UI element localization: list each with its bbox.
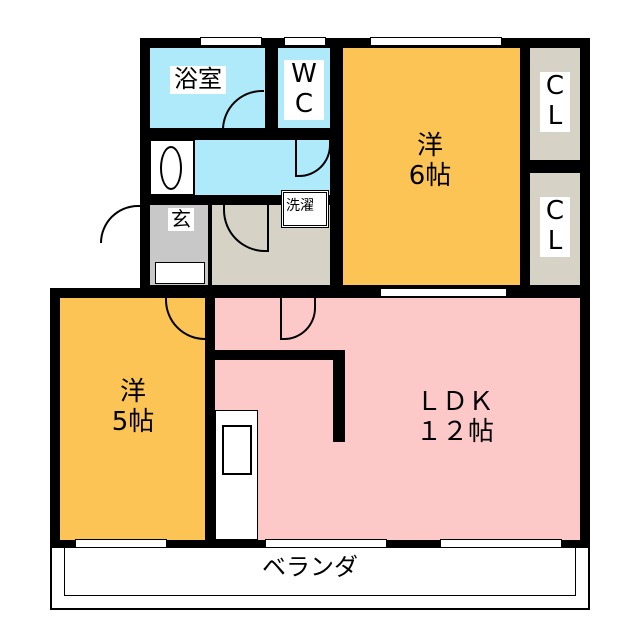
- entrance-door: [100, 205, 142, 243]
- closet-1-label-c: C: [545, 71, 565, 101]
- western-6-label-kind: 洋: [416, 131, 443, 161]
- closet-2-label-c: C: [545, 196, 565, 226]
- western-room-5: [60, 298, 205, 540]
- veranda: [50, 548, 590, 610]
- veranda-rail: [64, 548, 576, 596]
- kitchen-sink: [222, 425, 252, 475]
- window: [440, 539, 562, 548]
- western-5-label-size: 5帖: [111, 406, 155, 437]
- wc-label-c: C: [294, 88, 314, 119]
- closet-2-label-l: L: [547, 225, 563, 256]
- entrance-step: [155, 262, 205, 284]
- window: [265, 539, 387, 548]
- ldk-label-size: １２帖: [415, 416, 494, 447]
- veranda-label: ベランダ: [262, 553, 358, 581]
- bathroom-label: 浴室: [170, 65, 226, 94]
- ldk-label-kind: ＬＤＫ: [415, 387, 494, 417]
- bathtub-oval: [160, 146, 182, 190]
- western-5-label-kind: 洋: [119, 377, 146, 407]
- window: [284, 37, 326, 46]
- western-6-label-size: 6帖: [408, 160, 452, 191]
- laundry-space: [281, 190, 329, 228]
- laundry-label: 洗濯: [286, 198, 314, 214]
- closet-1-label-l: L: [547, 100, 563, 131]
- ldk-room: [215, 298, 580, 540]
- window: [380, 288, 507, 297]
- wc-label-w: W: [291, 59, 317, 89]
- ldk-partition-h: [215, 350, 345, 360]
- window: [200, 37, 262, 46]
- ldk-partition-v: [333, 350, 345, 442]
- entrance-label: 玄: [168, 208, 194, 231]
- window: [75, 539, 167, 548]
- western-room-6: [343, 48, 520, 285]
- window: [370, 37, 502, 46]
